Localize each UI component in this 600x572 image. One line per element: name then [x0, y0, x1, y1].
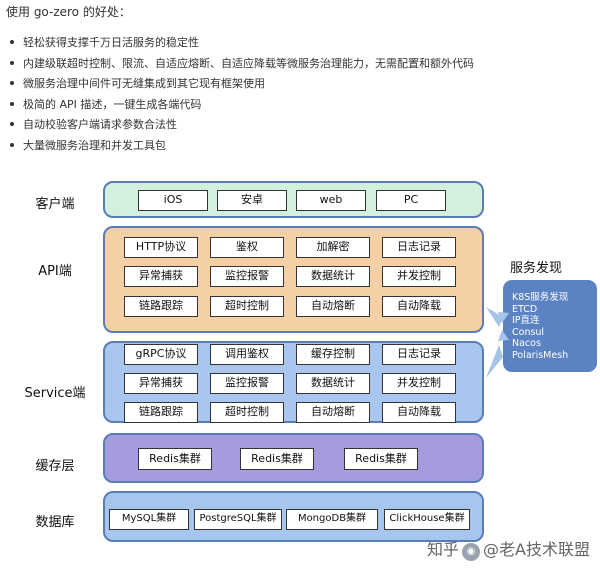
component-box: 链路跟踪 — [124, 296, 198, 317]
watermark-handle: @老A技术联盟 — [483, 540, 590, 559]
component-box: 监控报警 — [210, 266, 284, 287]
layer-label-api: API端 — [38, 264, 72, 279]
feature-item: 内建级联超时控制、限流、自适应熔断、自适应降载等微服务治理能力，无需配置和额外代… — [10, 54, 474, 75]
feature-list: 轻松获得支撑千万日活服务的稳定性 内建级联超时控制、限流、自适应熔断、自适应降载… — [10, 33, 474, 157]
component-box: gRPC协议 — [124, 344, 198, 365]
bullet-icon — [10, 81, 14, 86]
feature-text: 微服务治理中间件可无缝集成到其它现有框架使用 — [23, 77, 265, 91]
component-box: 链路跟踪 — [124, 402, 198, 423]
arrow-from-service — [486, 345, 503, 378]
layer-label-cache: 缓存层 — [35, 459, 75, 474]
watermark-prefix: 知乎 — [427, 540, 460, 559]
component-box: 异常捕获 — [124, 266, 198, 287]
bullet-icon — [10, 40, 14, 44]
feature-item: 微服务治理中间件可无缝集成到其它现有框架使用 — [10, 74, 474, 95]
component-box: 并发控制 — [382, 373, 456, 394]
component-box: iOS — [138, 190, 208, 211]
layer-label-client: 客户端 — [35, 197, 75, 212]
component-box: 自动降载 — [382, 296, 456, 317]
component-box: ClickHouse集群 — [384, 509, 470, 530]
component-box: HTTP协议 — [124, 237, 198, 258]
feature-text: 大量微服务治理和并发工具包 — [23, 138, 166, 152]
component-box: Redis集群 — [138, 448, 212, 470]
component-box: 并发控制 — [382, 266, 456, 287]
layer-label-db: 数据库 — [35, 515, 75, 530]
layer-label-service: Service端 — [24, 386, 86, 401]
component-box: 日志记录 — [382, 344, 456, 365]
component-box: PostgreSQL集群 — [194, 509, 282, 530]
component-box: 超时控制 — [210, 296, 284, 317]
component-box: 自动熔断 — [296, 296, 370, 317]
discovery-item: K8S服务发现 — [512, 292, 569, 303]
bullet-icon — [10, 60, 14, 65]
feature-item: 自动校验客户端请求参数合法性 — [10, 115, 474, 136]
intro-text: 使用 go-zero 的好处： — [6, 5, 131, 19]
component-box: 数据统计 — [296, 266, 370, 287]
feature-item: 大量微服务治理和并发工具包 — [10, 136, 474, 157]
component-box: 鉴权 — [210, 237, 284, 258]
component-box: 调用鉴权 — [210, 344, 284, 365]
component-box: 监控报警 — [210, 373, 284, 394]
component-box: PC — [376, 190, 446, 211]
discovery-title: 服务发现 — [510, 261, 563, 276]
discovery-box: K8S服务发现 ETCD IP直连 Consul Nacos PolarisMe… — [503, 280, 597, 372]
component-box: web — [296, 190, 366, 211]
component-box: 日志记录 — [382, 237, 456, 258]
discovery-item: IP直连 — [512, 315, 540, 326]
feature-item: 轻松获得支撑千万日活服务的稳定性 — [10, 33, 474, 54]
bullet-icon — [10, 142, 14, 147]
component-box: 超时控制 — [210, 402, 284, 423]
component-box: Redis集群 — [344, 448, 418, 470]
feature-text: 内建级联超时控制、限流、自适应熔断、自适应降载等微服务治理能力，无需配置和额外代… — [23, 56, 474, 70]
discovery-item: Consul — [512, 326, 545, 338]
discovery-item: Nacos — [512, 338, 541, 349]
component-box: 自动降载 — [382, 402, 456, 423]
arrow-from-api — [486, 307, 503, 327]
feature-text: 轻松获得支撑千万日活服务的稳定性 — [23, 36, 199, 49]
component-box: 自动熔断 — [296, 402, 370, 423]
user-avatar-icon: ◉ — [462, 543, 481, 561]
discovery-item: ETCD — [512, 303, 538, 315]
component-box: Redis集群 — [240, 448, 314, 470]
component-box: 缓存控制 — [296, 344, 370, 365]
component-box: 异常捕获 — [124, 373, 198, 394]
discovery-item: PolarisMesh — [512, 349, 569, 361]
watermark: 知乎◉@老A技术联盟 — [427, 536, 590, 561]
feature-text: 极简的 API 描述，一键生成各端代码 — [23, 97, 202, 111]
feature-item: 极简的 API 描述，一键生成各端代码 — [10, 95, 474, 116]
bullet-icon — [10, 101, 14, 106]
component-box: MySQL集群 — [109, 509, 189, 530]
feature-text: 自动校验客户端请求参数合法性 — [23, 118, 177, 132]
component-box: 加解密 — [296, 237, 370, 258]
component-box: MongoDB集群 — [286, 509, 378, 530]
component-box: 数据统计 — [296, 373, 370, 394]
component-box: 安卓 — [217, 190, 287, 211]
bullet-icon — [10, 122, 14, 127]
